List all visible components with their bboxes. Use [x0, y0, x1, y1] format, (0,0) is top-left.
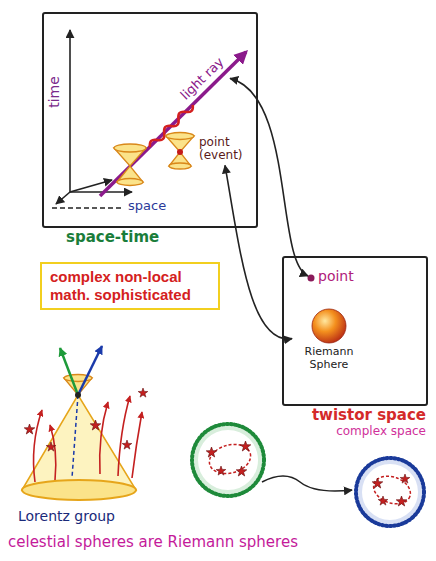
illustration-shape [370, 471, 415, 508]
node-subtext: complex space [312, 424, 426, 438]
node-text: space-time [66, 228, 159, 246]
illustration-shape [24, 424, 35, 434]
illustration-shape [90, 420, 101, 430]
sphere-shape [312, 309, 346, 343]
illustration-shape [206, 447, 217, 457]
illustration-shape [138, 388, 148, 397]
heading-group: twistor spacecomplex space [312, 406, 426, 438]
group-label: Lorentz group [18, 508, 115, 524]
lorentz-cone [22, 346, 148, 500]
illustration-shape [396, 496, 407, 506]
illustration-shape [34, 396, 142, 482]
illustration-shape [169, 163, 191, 169]
node-text: point [318, 268, 354, 284]
illustration-shape [166, 133, 194, 140]
illustration-shape [216, 466, 226, 475]
illustration-shape [356, 458, 424, 526]
axis-label: space [128, 198, 166, 213]
sphere-map-arrow [262, 476, 352, 491]
illustration-shape [195, 427, 261, 493]
twistor-box: twistor spacecomplex spacepointRiemann S… [282, 256, 428, 406]
illustration-shape [192, 424, 264, 496]
illustration-shape [46, 442, 56, 451]
riemann-sphere-ball [309, 306, 349, 346]
correspondence-arrow [230, 78, 308, 276]
riemann-sphere-illustration [356, 458, 424, 526]
illustration-shape [378, 496, 388, 505]
heading-group: space-time [66, 228, 159, 246]
illustration-shape [117, 179, 143, 186]
illustration-shape [118, 396, 130, 476]
illustration-shape [240, 441, 251, 451]
illustration-shape [72, 395, 78, 478]
node-text: Riemann Sphere [296, 346, 362, 371]
illustration-shape [177, 149, 183, 155]
illustration-shape [359, 461, 421, 523]
illustration-shape [206, 440, 254, 478]
illustration-shape [372, 478, 383, 488]
illustration-shape [60, 348, 78, 395]
illustration-shape [100, 52, 246, 196]
note-box: complex non-local math. sophisticated [40, 262, 220, 310]
node-text: point (event) [199, 136, 251, 162]
light-cone [114, 144, 146, 186]
caption-note: celestial spheres are Riemann spheres [8, 533, 298, 551]
illustration-shape [122, 440, 132, 449]
illustration-shape [22, 480, 136, 500]
illustration-shape [50, 425, 56, 480]
illustration-shape [236, 466, 247, 476]
illustration-shape [100, 402, 108, 474]
spacetime-box: space-timelight raypoint (event) [42, 12, 258, 228]
illustration-shape [34, 410, 42, 482]
light-ray [100, 52, 246, 196]
axis-label: time [46, 76, 62, 108]
illustration-shape [78, 346, 102, 395]
illustration-shape [22, 395, 136, 490]
illustration-shape [400, 474, 410, 483]
light-ray-label: light ray [177, 54, 226, 102]
twistor-point-dot [308, 275, 315, 282]
node-text: twistor space [312, 406, 426, 424]
twistor-point-label: point [318, 268, 354, 284]
celestial-sphere [192, 424, 264, 496]
illustration-shape [69, 30, 71, 192]
event-label: point (event) [199, 136, 251, 162]
illustration-shape [52, 207, 124, 209]
node-text: light ray [177, 54, 226, 102]
node-text: complex non-local math. sophisticated [50, 268, 210, 304]
illustration-shape [132, 412, 142, 478]
event-cone [166, 133, 194, 170]
illustration-shape [114, 144, 146, 152]
illustration-shape [56, 192, 70, 204]
riemann-sphere-node: Riemann Sphere [296, 306, 362, 371]
illustration-shape [75, 392, 81, 398]
